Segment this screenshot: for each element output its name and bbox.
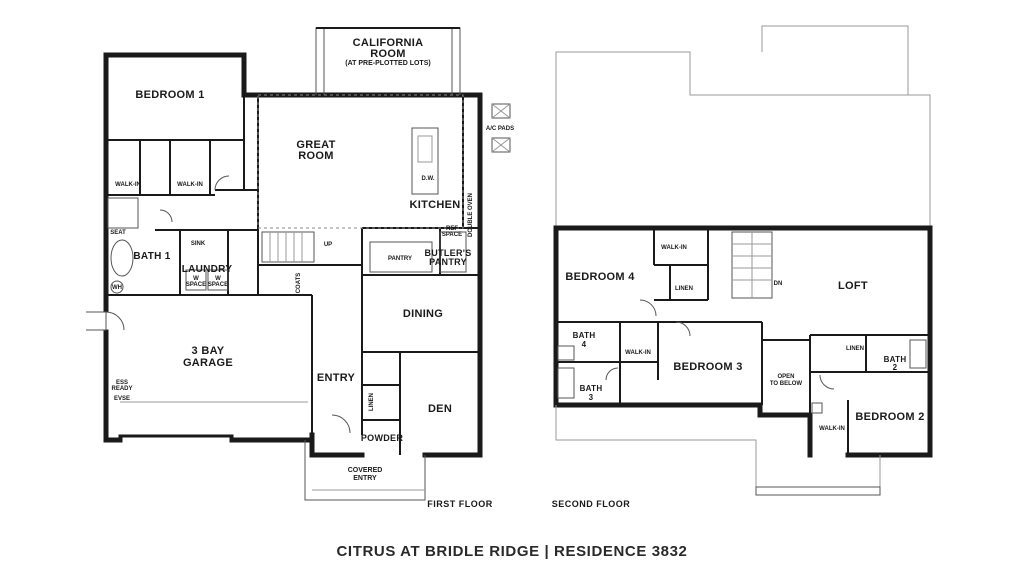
first-floor-label: FIRST FLOOR [427, 499, 493, 509]
w-space-1-top: W [193, 276, 199, 282]
powder-label: POWDER [361, 433, 404, 443]
coats-label: COATS [296, 273, 302, 294]
bath-1-label: BATH 1 [133, 251, 170, 262]
california-room-label-2: ROOM [370, 48, 405, 60]
ess-ready-label-1: ESS [116, 380, 128, 386]
w-space-2-top: W [215, 276, 221, 282]
great-room-label-1: GREAT [296, 139, 335, 151]
bedroom-2-label: BEDROOM 2 [855, 411, 924, 423]
down-label: DN [774, 281, 783, 287]
bath-4-label-2: 4 [582, 340, 587, 349]
bath-4-label-1: BATH [573, 331, 596, 340]
linen-4-label: LINEN [675, 286, 693, 292]
walk-in-a-label: WALK-IN [115, 182, 141, 188]
walk-in-4-label: WALK-IN [661, 245, 687, 251]
california-room-label-1: CALIFORNIA [353, 37, 424, 49]
linen-label: LINEN [369, 393, 375, 411]
kitchen-label: KITCHEN [410, 199, 461, 211]
bath-2-label-2: 2 [893, 363, 898, 372]
sink-label: SINK [191, 241, 206, 247]
bedroom-4-label: BEDROOM 4 [565, 271, 635, 283]
dining-label: DINING [403, 308, 443, 320]
open-below-label-2: TO BELOW [770, 381, 803, 387]
bedroom-3-label: BEDROOM 3 [673, 361, 742, 373]
linen-2-label: LINEN [846, 346, 864, 352]
den-label: DEN [428, 403, 452, 415]
butlers-pantry-label-2: PANTRY [429, 257, 467, 267]
up-label: UP [324, 242, 332, 248]
ref-space-bottom: SPACE [442, 232, 462, 238]
loft-label: LOFT [838, 280, 868, 292]
first-floor-plan [86, 27, 511, 501]
bedroom-1-label: BEDROOM 1 [135, 89, 204, 101]
open-below-label-1: OPEN [777, 374, 794, 380]
double-oven-label: DOUBLE OVEN [468, 193, 474, 237]
ac-pads-label: A/C PADS [486, 126, 514, 132]
garage-label-2: GARAGE [183, 357, 233, 369]
covered-entry-label-1: COVERED [348, 467, 383, 474]
water-heater-label: WH [112, 285, 122, 291]
evse-label: EVSE [114, 396, 130, 402]
second-floor-label: SECOND FLOOR [552, 499, 631, 509]
california-room-note: (AT PRE-PLOTTED LOTS) [345, 60, 430, 67]
bath-3-label-1: BATH [580, 384, 603, 393]
ref-space-top: REF [446, 226, 458, 232]
w-space-2-bottom: SPACE [208, 282, 228, 288]
entry-label: ENTRY [317, 372, 356, 384]
dishwasher-label: D.W. [422, 176, 435, 182]
walk-in-3-label: WALK-IN [625, 350, 651, 356]
bath-2-label-1: BATH [884, 355, 907, 364]
walk-in-b-label: WALK-IN [177, 182, 203, 188]
garage-label-1: 3 BAY [192, 345, 225, 357]
plan-caption: CITRUS AT BRIDLE RIDGE | RESIDENCE 3832 [336, 543, 688, 560]
w-space-1-bottom: SPACE [186, 282, 206, 288]
laundry-label: LAUNDRY [182, 264, 233, 275]
covered-entry-label-2: ENTRY [353, 475, 377, 482]
ess-ready-label-2: READY [111, 386, 132, 392]
seat-label: SEAT [110, 230, 126, 236]
second-floor-plan [553, 25, 933, 496]
pantry-label: PANTRY [388, 256, 412, 262]
walk-in-2-label: WALK-IN [819, 426, 845, 432]
great-room-label-2: ROOM [298, 150, 333, 162]
butlers-pantry-label-1: BUTLER'S [424, 248, 471, 258]
bath-3-label-2: 3 [589, 393, 594, 402]
